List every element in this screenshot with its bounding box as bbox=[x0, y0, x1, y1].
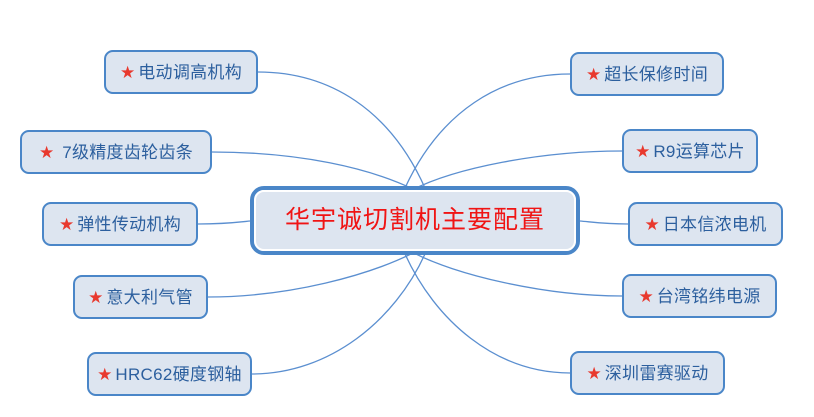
star-icon: ★ bbox=[635, 141, 651, 161]
connector-right-1 bbox=[404, 73, 571, 189]
star-icon: ★ bbox=[586, 363, 602, 383]
branch-label: 深圳雷赛驱动 bbox=[604, 363, 709, 383]
center-node[interactable]: 华宇诚切割机主要配置 bbox=[250, 186, 580, 255]
branch-label: 意大利气管 bbox=[106, 287, 193, 307]
connector-right-5 bbox=[404, 253, 571, 374]
star-icon: ★ bbox=[97, 364, 113, 384]
center-label: 华宇诚切割机主要配置 bbox=[284, 206, 545, 234]
branch-label: R9运算芯片 bbox=[653, 141, 745, 161]
branch-label: HRC62硬度钢轴 bbox=[115, 364, 242, 384]
branch-node-right-4[interactable]: ★ 台湾铭纬电源 bbox=[622, 274, 777, 318]
connector-left-3 bbox=[197, 220, 251, 225]
branch-node-right-3[interactable]: ★ 日本信浓电机 bbox=[628, 202, 783, 246]
star-icon: ★ bbox=[58, 214, 75, 234]
branch-label: 台湾铭纬电源 bbox=[656, 286, 761, 306]
branch-label: 电动调高机构 bbox=[138, 62, 243, 82]
branch-label: 超长保修时间 bbox=[604, 64, 709, 84]
connector-left-2 bbox=[211, 151, 416, 191]
branch-node-left-2[interactable]: ★ 7级精度齿轮齿条 bbox=[20, 130, 212, 174]
connector-right-3 bbox=[579, 220, 629, 225]
star-icon: ★ bbox=[119, 62, 136, 82]
branch-label: 日本信浓电机 bbox=[662, 214, 767, 234]
branch-node-left-3[interactable]: ★ 弹性传动机构 bbox=[42, 202, 198, 246]
branch-node-left-1[interactable]: ★ 电动调高机构 bbox=[104, 50, 258, 94]
connector-left-4 bbox=[207, 251, 416, 298]
connector-right-2 bbox=[411, 150, 623, 191]
branch-label: 7级精度齿轮齿条 bbox=[62, 142, 194, 162]
branch-node-right-5[interactable]: ★ 深圳雷赛驱动 bbox=[570, 351, 725, 395]
connector-left-5 bbox=[251, 253, 426, 375]
star-icon: ★ bbox=[644, 214, 660, 234]
star-icon: ★ bbox=[38, 142, 55, 162]
star-icon: ★ bbox=[585, 64, 602, 84]
branch-node-left-5[interactable]: ★ HRC62硬度钢轴 bbox=[87, 352, 252, 396]
branch-node-left-4[interactable]: ★ 意大利气管 bbox=[73, 275, 208, 319]
branch-node-right-2[interactable]: ★ R9运算芯片 bbox=[622, 129, 758, 173]
star-icon: ★ bbox=[88, 287, 104, 307]
connector-left-1 bbox=[257, 71, 426, 189]
branch-label: 弹性传动机构 bbox=[77, 214, 182, 234]
connector-right-4 bbox=[411, 251, 623, 297]
star-icon: ★ bbox=[638, 286, 654, 306]
branch-node-right-1[interactable]: ★ 超长保修时间 bbox=[570, 52, 724, 96]
